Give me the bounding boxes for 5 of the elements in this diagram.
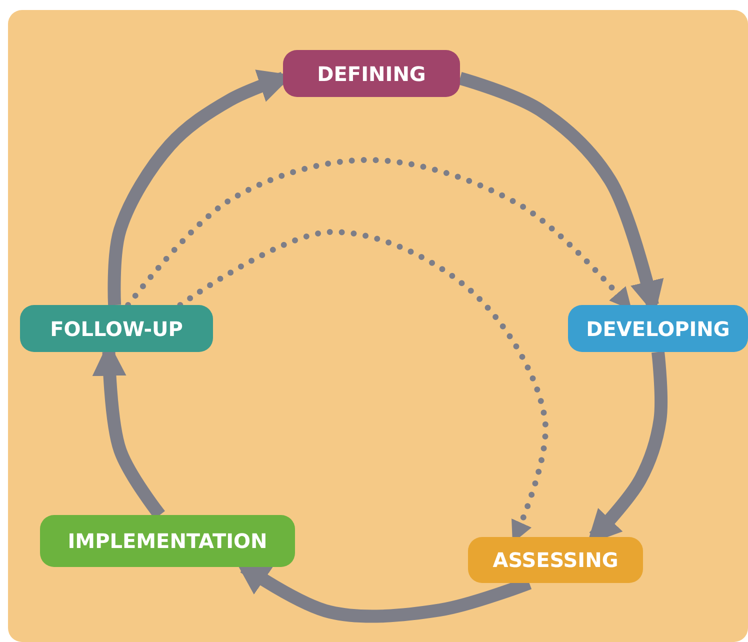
stage-box: DEVELOPING [568, 305, 748, 352]
stage-box: IMPLEMENTATION [40, 515, 295, 567]
stage-box: FOLLOW-UP [20, 305, 213, 352]
stage-box: DEFINING [283, 50, 460, 97]
stage-box: ASSESSING [468, 537, 643, 583]
